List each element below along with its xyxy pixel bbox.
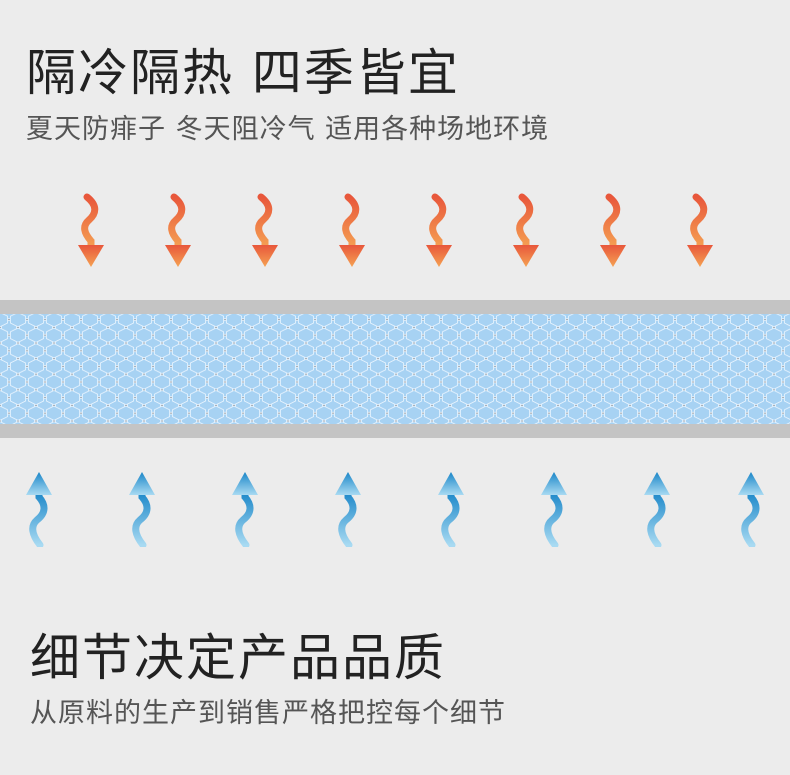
wavy-arrow-down-icon bbox=[513, 193, 539, 267]
hot-air-arrows bbox=[0, 193, 790, 273]
wavy-arrow-up-icon bbox=[738, 472, 764, 547]
wavy-arrow-up-icon bbox=[26, 472, 52, 547]
wavy-arrow-down-icon bbox=[687, 193, 713, 267]
heading-subtitle: 夏天防痱子 冬天阻冷气 适用各种场地环境 bbox=[26, 114, 550, 145]
wavy-arrow-up-icon bbox=[644, 472, 670, 547]
wavy-arrow-down-icon bbox=[339, 193, 365, 267]
insulation-honeycomb-panel bbox=[0, 300, 790, 438]
wavy-arrow-up-icon bbox=[541, 472, 567, 547]
wavy-arrow-up-icon bbox=[232, 472, 258, 547]
detail-subtitle: 从原料的生产到销售严格把控每个细节 bbox=[30, 698, 506, 729]
wavy-arrow-down-icon bbox=[600, 193, 626, 267]
wavy-arrow-up-icon bbox=[438, 472, 464, 547]
wavy-arrow-down-icon bbox=[252, 193, 278, 267]
wavy-arrow-up-icon bbox=[335, 472, 361, 547]
detail-title: 细节决定产品品质 bbox=[30, 629, 446, 687]
wavy-arrow-down-icon bbox=[426, 193, 452, 267]
wavy-arrow-down-icon bbox=[78, 193, 104, 267]
cold-air-arrows bbox=[0, 467, 790, 547]
wavy-arrow-up-icon bbox=[129, 472, 155, 547]
wavy-arrow-down-icon bbox=[165, 193, 191, 267]
heading-title: 隔冷隔热 四季皆宜 bbox=[26, 44, 460, 102]
